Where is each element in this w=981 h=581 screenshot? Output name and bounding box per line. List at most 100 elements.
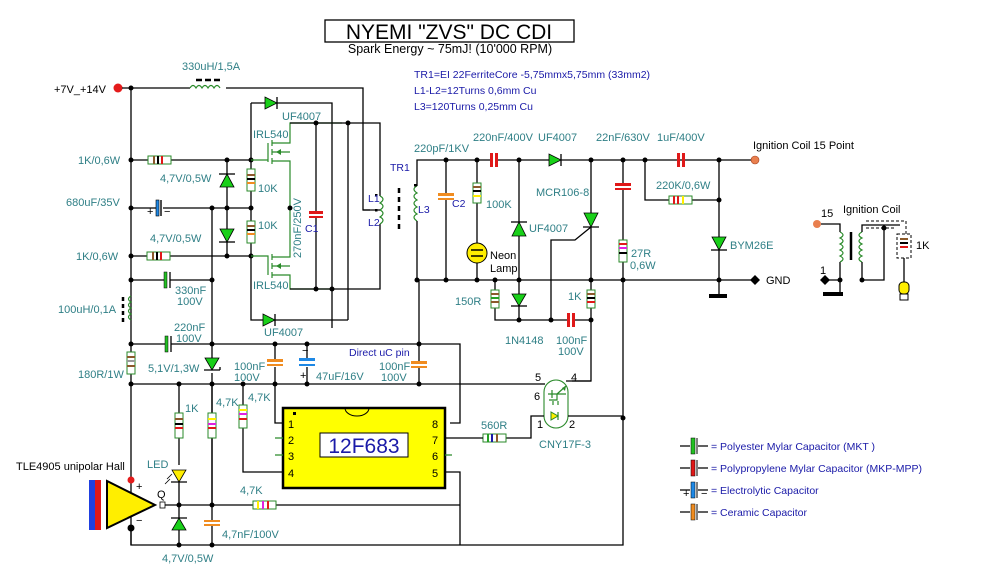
ignition-coil-terminal[interactable] [750, 155, 760, 165]
note-l3: L3=120Turns 0,25mm Cu [414, 101, 533, 113]
hall-label: TLE4905 unipolar Hall [16, 461, 125, 473]
cap-680uf-label: 680uF/35V [66, 197, 120, 209]
svg-text:+: + [136, 481, 142, 493]
scr-mcr106 [583, 212, 599, 228]
zener-top [219, 173, 235, 188]
resistor-100k-label: 100K [486, 199, 512, 211]
cap-330nf-label: 330nF [175, 285, 206, 297]
cap-330nf-voltage: 100V [177, 296, 203, 308]
zener-bot-label: 4,7V/0,5W [162, 553, 214, 565]
cap-c2-label: C2 [452, 198, 466, 210]
opto-pin4: 4 [571, 372, 577, 384]
cap-100nf-scr [567, 313, 570, 327]
hall-sensor [106, 479, 158, 530]
legend: = Polyester Mylar Capacitor (MKT ) = Pol… [680, 437, 922, 521]
cap-100nf-b-label: 100nF [379, 361, 410, 373]
gnd-terminal[interactable] [750, 275, 760, 285]
cap-100nf-b [411, 361, 427, 364]
supply-terminal[interactable] [113, 83, 123, 93]
cap-1uf-label: 1uF/400V [657, 132, 705, 144]
transformer-windings [378, 185, 419, 225]
resistor-10k-a-label: 10K [258, 183, 278, 195]
resistor-560r-label: 560R [481, 420, 507, 432]
cap-c1-value: 270nF/250V [292, 197, 304, 258]
cap-220nf [164, 335, 169, 353]
ignition-point-label: Ignition Coil 15 Point [753, 140, 854, 152]
cap-22nf-label: 22nF/630V [596, 132, 650, 144]
cap-220nf-400v-label: 220nF/400V [473, 132, 534, 144]
resistor-1k-led-label: 1K [185, 403, 199, 415]
coil-resistor-label: 1K [916, 240, 930, 252]
chip-pin5: 5 [432, 468, 438, 480]
resistor-220k-label: 220K/0,6W [656, 180, 711, 192]
opto-pin1: 1 [537, 419, 543, 431]
resistor-1k-mid [146, 251, 171, 261]
resistor-27r [618, 239, 628, 263]
resistor-47k-b-label: 4,7K [248, 392, 271, 404]
resistor-220k [668, 195, 693, 205]
svg-text:−: − [302, 345, 308, 357]
legend-item-mkp: = Polypropylene Mylar Capacitor (MKP-MPP… [680, 459, 922, 477]
spark-plug-icon [898, 281, 910, 295]
resistor-150r-label: 150R [455, 296, 481, 308]
title: NYEMI "ZVS" DC CDI [346, 21, 552, 44]
hall-q-label: Q [157, 489, 166, 501]
cap-1uf-400v [677, 153, 680, 167]
coil-pin1-terminal[interactable] [820, 275, 830, 285]
mosfet-bot-label: IRL540 [253, 280, 288, 292]
resistor-47k-a-label: 4,7K [216, 397, 239, 409]
coil-pin15-terminal[interactable] [813, 220, 821, 228]
mosfet-top-label: IRL540 [253, 129, 288, 141]
opto-pin6: 6 [534, 391, 540, 403]
cap-220pf-label: 220pF/1KV [414, 143, 470, 155]
cap-47uf-label: 47uF/16V [316, 371, 364, 383]
magnet-icon [89, 480, 95, 530]
inductor-100uh [127, 295, 133, 321]
resistor-27r-watt: 0,6W [630, 260, 656, 272]
chip-name: 12F683 [328, 435, 399, 458]
diode-uf4007-clamp-label: UF4007 [529, 223, 568, 235]
opto-label: CNY17F-3 [539, 439, 591, 451]
diode-uf4007-hv [548, 153, 562, 167]
resistor-47k-c [252, 500, 277, 510]
coil-pin1-label: 1 [820, 265, 826, 277]
svg-text:= Polyester Mylar Capacitor (M: = Polyester Mylar Capacitor (MKT ) [711, 441, 875, 453]
tr1-label: TR1 [390, 162, 410, 174]
scr-label: MCR106-8 [536, 187, 589, 199]
coil-ground-icon [823, 292, 843, 296]
opto-pin5: 5 [535, 372, 541, 384]
l3-label: L3 [418, 204, 430, 216]
svg-text:= Electrolytic Capacitor: = Electrolytic Capacitor [711, 485, 819, 497]
cap-22nf-630v [615, 183, 631, 186]
cap-47uf [299, 358, 315, 361]
l1-label: L1 [368, 193, 380, 205]
mosfet-top [251, 122, 342, 208]
svg-text:+: + [300, 370, 306, 382]
resistor-47k-c-label: 4,7K [240, 485, 263, 497]
cap-47nf-label: 4,7nF/100V [222, 529, 280, 541]
legend-item-mkt: = Polyester Mylar Capacitor (MKT ) [680, 437, 875, 455]
lamp-label: Lamp [490, 263, 518, 275]
cap-c2 [438, 193, 454, 196]
opto-pin2: 2 [569, 419, 575, 431]
chip-pin3: 3 [288, 451, 294, 463]
svg-text:−: − [701, 488, 707, 500]
cap-100nf-scr-label: 100nF [556, 335, 587, 347]
cap-220nf-400v [490, 153, 493, 167]
resistor-1k-mid-label: 1K/0,6W [76, 251, 119, 263]
coil-windings-icon [838, 231, 864, 263]
zener-bot [171, 517, 187, 531]
resistor-10k-b [246, 220, 256, 244]
inductor-100uh-label: 100uH/0,1A [58, 304, 117, 316]
note-l1l2: L1-L2=12Turns 0,6mm Cu [414, 85, 537, 97]
note-core: TR1=EI 22FerriteCore -5,75mmx5,75mm (33m… [414, 69, 650, 81]
cap-100nf-b-voltage: 100V [381, 372, 407, 384]
zener-mid-label: 4,7V/0,5W [150, 233, 202, 245]
diode-uf4007-top-label: UF4007 [282, 111, 321, 123]
diode-uf4007-clamp [511, 221, 527, 237]
zener-top-label: 4,7V/0,5W [160, 173, 212, 185]
diode-uf4007-bot [262, 313, 276, 327]
cap-c1 [309, 211, 323, 214]
subtitle: Spark Energy ~ 75mJ! (10'000 RPM) [348, 42, 552, 56]
